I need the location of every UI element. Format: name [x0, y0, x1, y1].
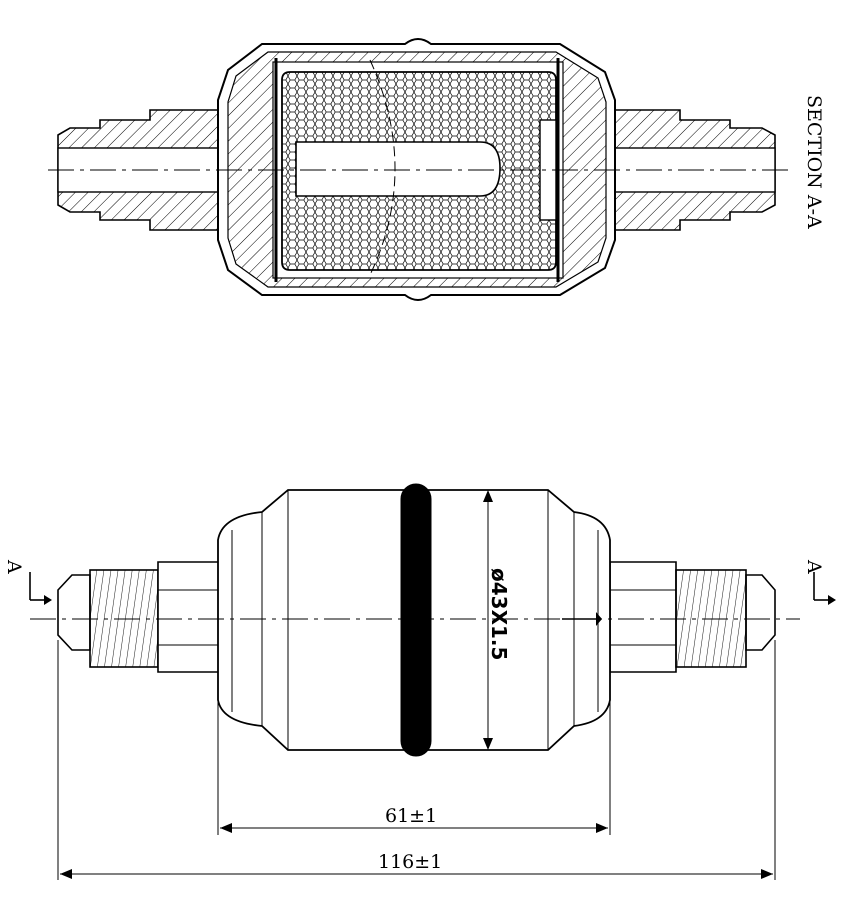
- body-length-label: 61±1: [385, 805, 437, 827]
- right-fitting: [609, 561, 776, 673]
- hidden-line: [369, 59, 396, 276]
- section-marker-right: A: [803, 559, 836, 605]
- section-view: SECTION A-A: [48, 38, 825, 301]
- left-fitting: [57, 561, 223, 673]
- o-ring-band: [400, 483, 432, 757]
- body-length-dimension: 61±1: [217, 680, 611, 835]
- diameter-dimension: ø43X1.5: [483, 490, 511, 750]
- desiccant-core: [281, 71, 557, 271]
- overall-length-dimension: 116±1: [57, 640, 776, 880]
- diameter-label: ø43X1.5: [487, 568, 511, 660]
- elevation-view: A A ø43X1.5 61±1: [3, 483, 836, 880]
- section-marker-label-right: A: [803, 559, 825, 574]
- section-marker-label-left: A: [3, 559, 25, 574]
- section-title: SECTION A-A: [803, 95, 825, 229]
- overall-length-label: 116±1: [378, 851, 442, 873]
- filter-body: [217, 483, 611, 757]
- section-marker-left: A: [3, 559, 52, 605]
